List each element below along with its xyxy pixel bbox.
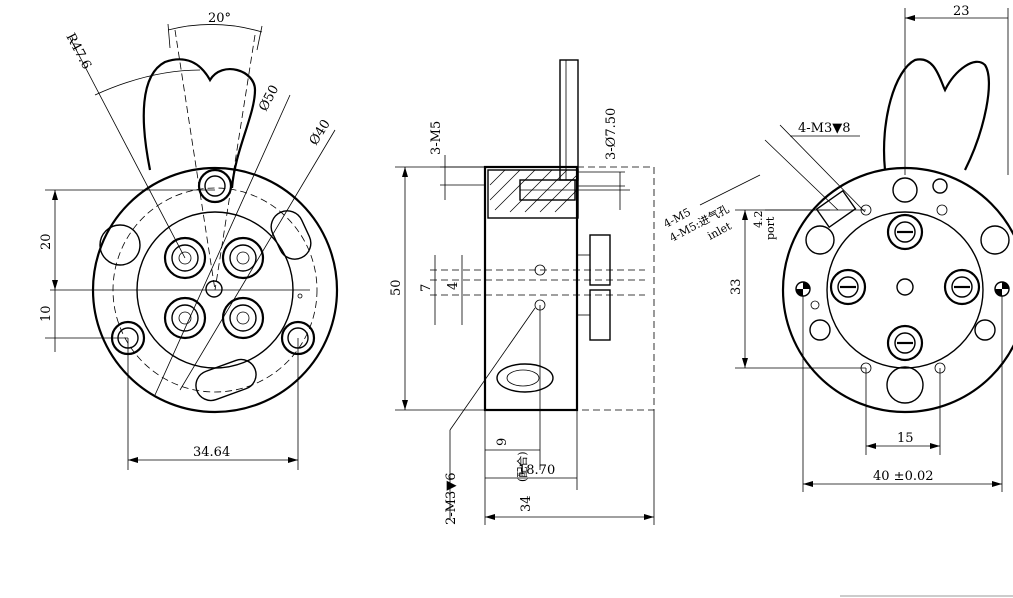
front-fitting-tr — [221, 236, 265, 280]
front-boss-top — [197, 168, 233, 204]
side-view: 3-M5 3-Ø7.50 50 7 4 9 18.70 (配合) 34 2-M — [389, 59, 655, 525]
side-height-label: 50 — [389, 279, 404, 296]
front-dia-inner-label: Ø40 — [307, 117, 334, 148]
right-pin-right — [994, 281, 1010, 297]
side-bottom-slot — [496, 363, 554, 393]
right-dim-33: 33 — [729, 278, 744, 295]
side-hidden-body — [576, 166, 655, 411]
right-dim-23: 23 — [953, 4, 970, 19]
front-slot-left — [99, 224, 141, 266]
front-view: 20° R47.6 Ø50 Ø40 20 10 34.64 — [39, 11, 339, 470]
side-tap-label: 2-M3▼6 — [444, 472, 459, 525]
right-screw-left — [829, 268, 867, 306]
front-fitting-bl — [163, 296, 207, 340]
right-screw-bottom — [886, 324, 924, 362]
side-fitting-upper — [589, 234, 611, 286]
right-inner-face — [826, 211, 984, 369]
front-radius-label: R47.6 — [62, 31, 93, 72]
right-screw-right — [943, 268, 981, 306]
side-fitting-lower — [589, 289, 611, 341]
right-port-word: port — [764, 216, 777, 240]
right-pin-left — [795, 281, 811, 297]
front-angle-label: 20° — [208, 11, 231, 26]
side-dim-4: 4 — [446, 282, 461, 290]
right-dim-15: 15 — [897, 431, 914, 446]
side-dim-18-70: 18.70 — [518, 463, 555, 478]
front-dim-34-64: 34.64 — [193, 445, 230, 460]
right-handle-outline — [882, 58, 991, 171]
right-screw-top — [886, 213, 924, 251]
right-port-dim: 4.2 — [752, 211, 765, 229]
side-dim-9: 9 — [495, 438, 510, 446]
right-inlet-block — [815, 189, 857, 229]
front-handle-outline — [142, 58, 257, 189]
side-dim-34: 34 — [519, 495, 534, 512]
side-top-plate — [559, 59, 579, 181]
side-fit-note: (配合) — [515, 451, 529, 482]
right-screw-label: 4-M3▼8 — [798, 121, 851, 136]
front-slot-right — [270, 210, 312, 260]
side-top-hole-label: 3-Ø7.50 — [604, 108, 619, 160]
right-dim-40: 40 ±0.02 — [873, 469, 934, 484]
side-top-thread-label: 3-M5 — [429, 121, 444, 155]
front-dim-20: 20 — [39, 233, 54, 250]
front-fitting-tl — [163, 236, 207, 280]
right-view: 23 4-M3▼8 4-M5 4-M5:进气孔 inlet 4.2 port 3… — [661, 4, 1013, 492]
side-section — [487, 169, 579, 219]
side-dim-7: 7 — [419, 284, 434, 292]
front-fitting-br — [221, 296, 265, 340]
front-slot-bottom — [195, 358, 257, 402]
front-dia-outer-label: Ø50 — [256, 83, 282, 114]
front-dim-10: 10 — [39, 305, 54, 322]
